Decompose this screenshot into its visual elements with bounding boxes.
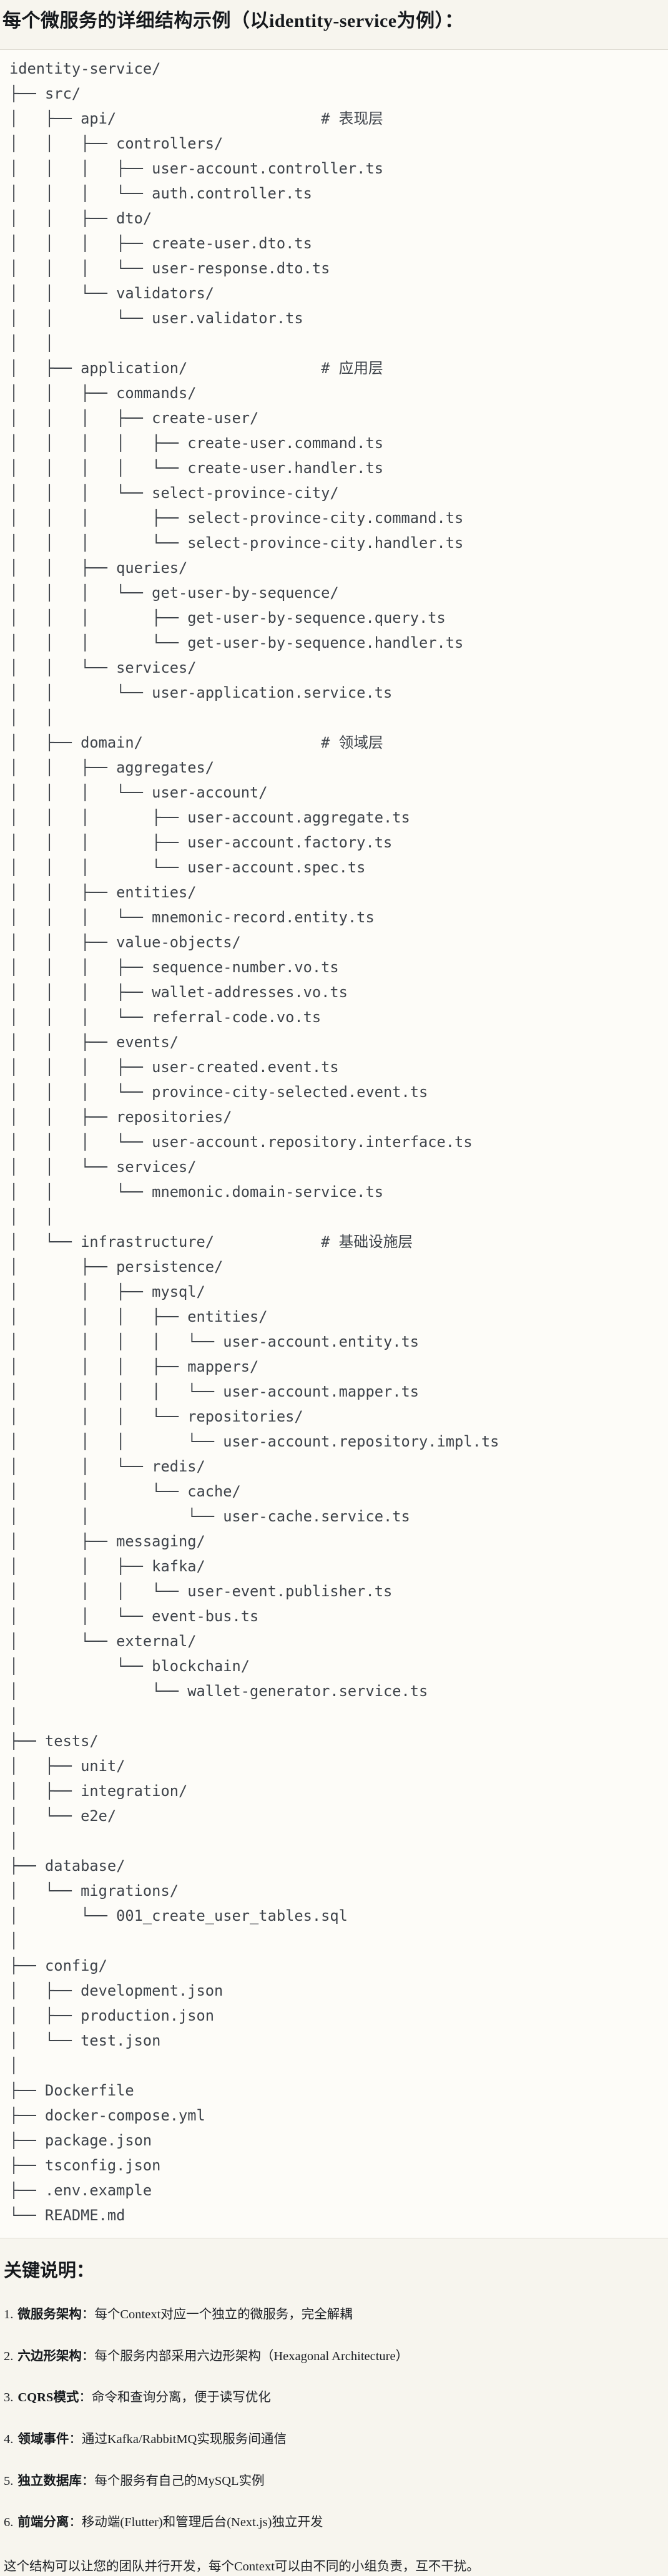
- note-item: 5.独立数据库：每个服务有自己的MySQL实例: [4, 2473, 661, 2491]
- note-number: 4.: [4, 2432, 14, 2446]
- note-item: 3.CQRS模式：命令和查询分离，便于读写优化: [4, 2389, 661, 2407]
- closing-paragraph: 这个结构可以让您的团队并行开发，每个Context可以由不同的小组负责，互不干扰…: [4, 2559, 479, 2574]
- note-desc: ：每个Context对应一个独立的微服务，完全解耦: [81, 2307, 353, 2321]
- note-desc: ：通过Kafka/RabbitMQ实现服务间通信: [69, 2432, 287, 2446]
- notes-list: 1.微服务架构：每个Context对应一个独立的微服务，完全解耦 2.六边形架构…: [4, 2306, 661, 2532]
- notes-section: 关键说明： 1.微服务架构：每个Context对应一个独立的微服务，完全解耦 2…: [0, 2260, 668, 2576]
- note-number: 2.: [4, 2349, 14, 2363]
- note-number: 1.: [4, 2307, 14, 2321]
- note-label: 领域事件: [17, 2432, 69, 2446]
- directory-tree: identity-service/ ├── src/ │ ├── api/ # …: [9, 59, 499, 2224]
- note-number: 6.: [4, 2515, 14, 2530]
- note-item: 4.领域事件：通过Kafka/RabbitMQ实现服务间通信: [4, 2431, 661, 2449]
- note-number: 5.: [4, 2474, 14, 2488]
- note-item: 1.微服务架构：每个Context对应一个独立的微服务，完全解耦: [4, 2306, 661, 2324]
- note-desc: ：每个服务有自己的MySQL实例: [81, 2474, 265, 2488]
- note-item: 6.前端分离：移动端(Flutter)和管理后台(Next.js)独立开发: [4, 2514, 661, 2532]
- directory-tree-block: identity-service/ ├── src/ │ ├── api/ # …: [0, 49, 668, 2238]
- note-item: 2.六边形架构：每个服务内部采用六边形架构（Hexagonal Architec…: [4, 2348, 661, 2366]
- note-label: 微服务架构: [17, 2307, 82, 2321]
- note-label: CQRS模式: [17, 2391, 79, 2405]
- note-desc: ：命令和查询分离，便于读写优化: [79, 2391, 271, 2405]
- note-label: 前端分离: [17, 2515, 69, 2530]
- note-label: 六边形架构: [17, 2349, 82, 2363]
- page-title: 每个微服务的详细结构示例（以identity-service为例）：: [2, 11, 464, 31]
- note-number: 3.: [4, 2391, 14, 2405]
- note-desc: ：每个服务内部采用六边形架构（Hexagonal Architecture）: [81, 2349, 409, 2363]
- note-desc: ：移动端(Flutter)和管理后台(Next.js)独立开发: [69, 2515, 323, 2530]
- note-label: 独立数据库: [17, 2474, 82, 2488]
- notes-heading: 关键说明：: [4, 2260, 95, 2281]
